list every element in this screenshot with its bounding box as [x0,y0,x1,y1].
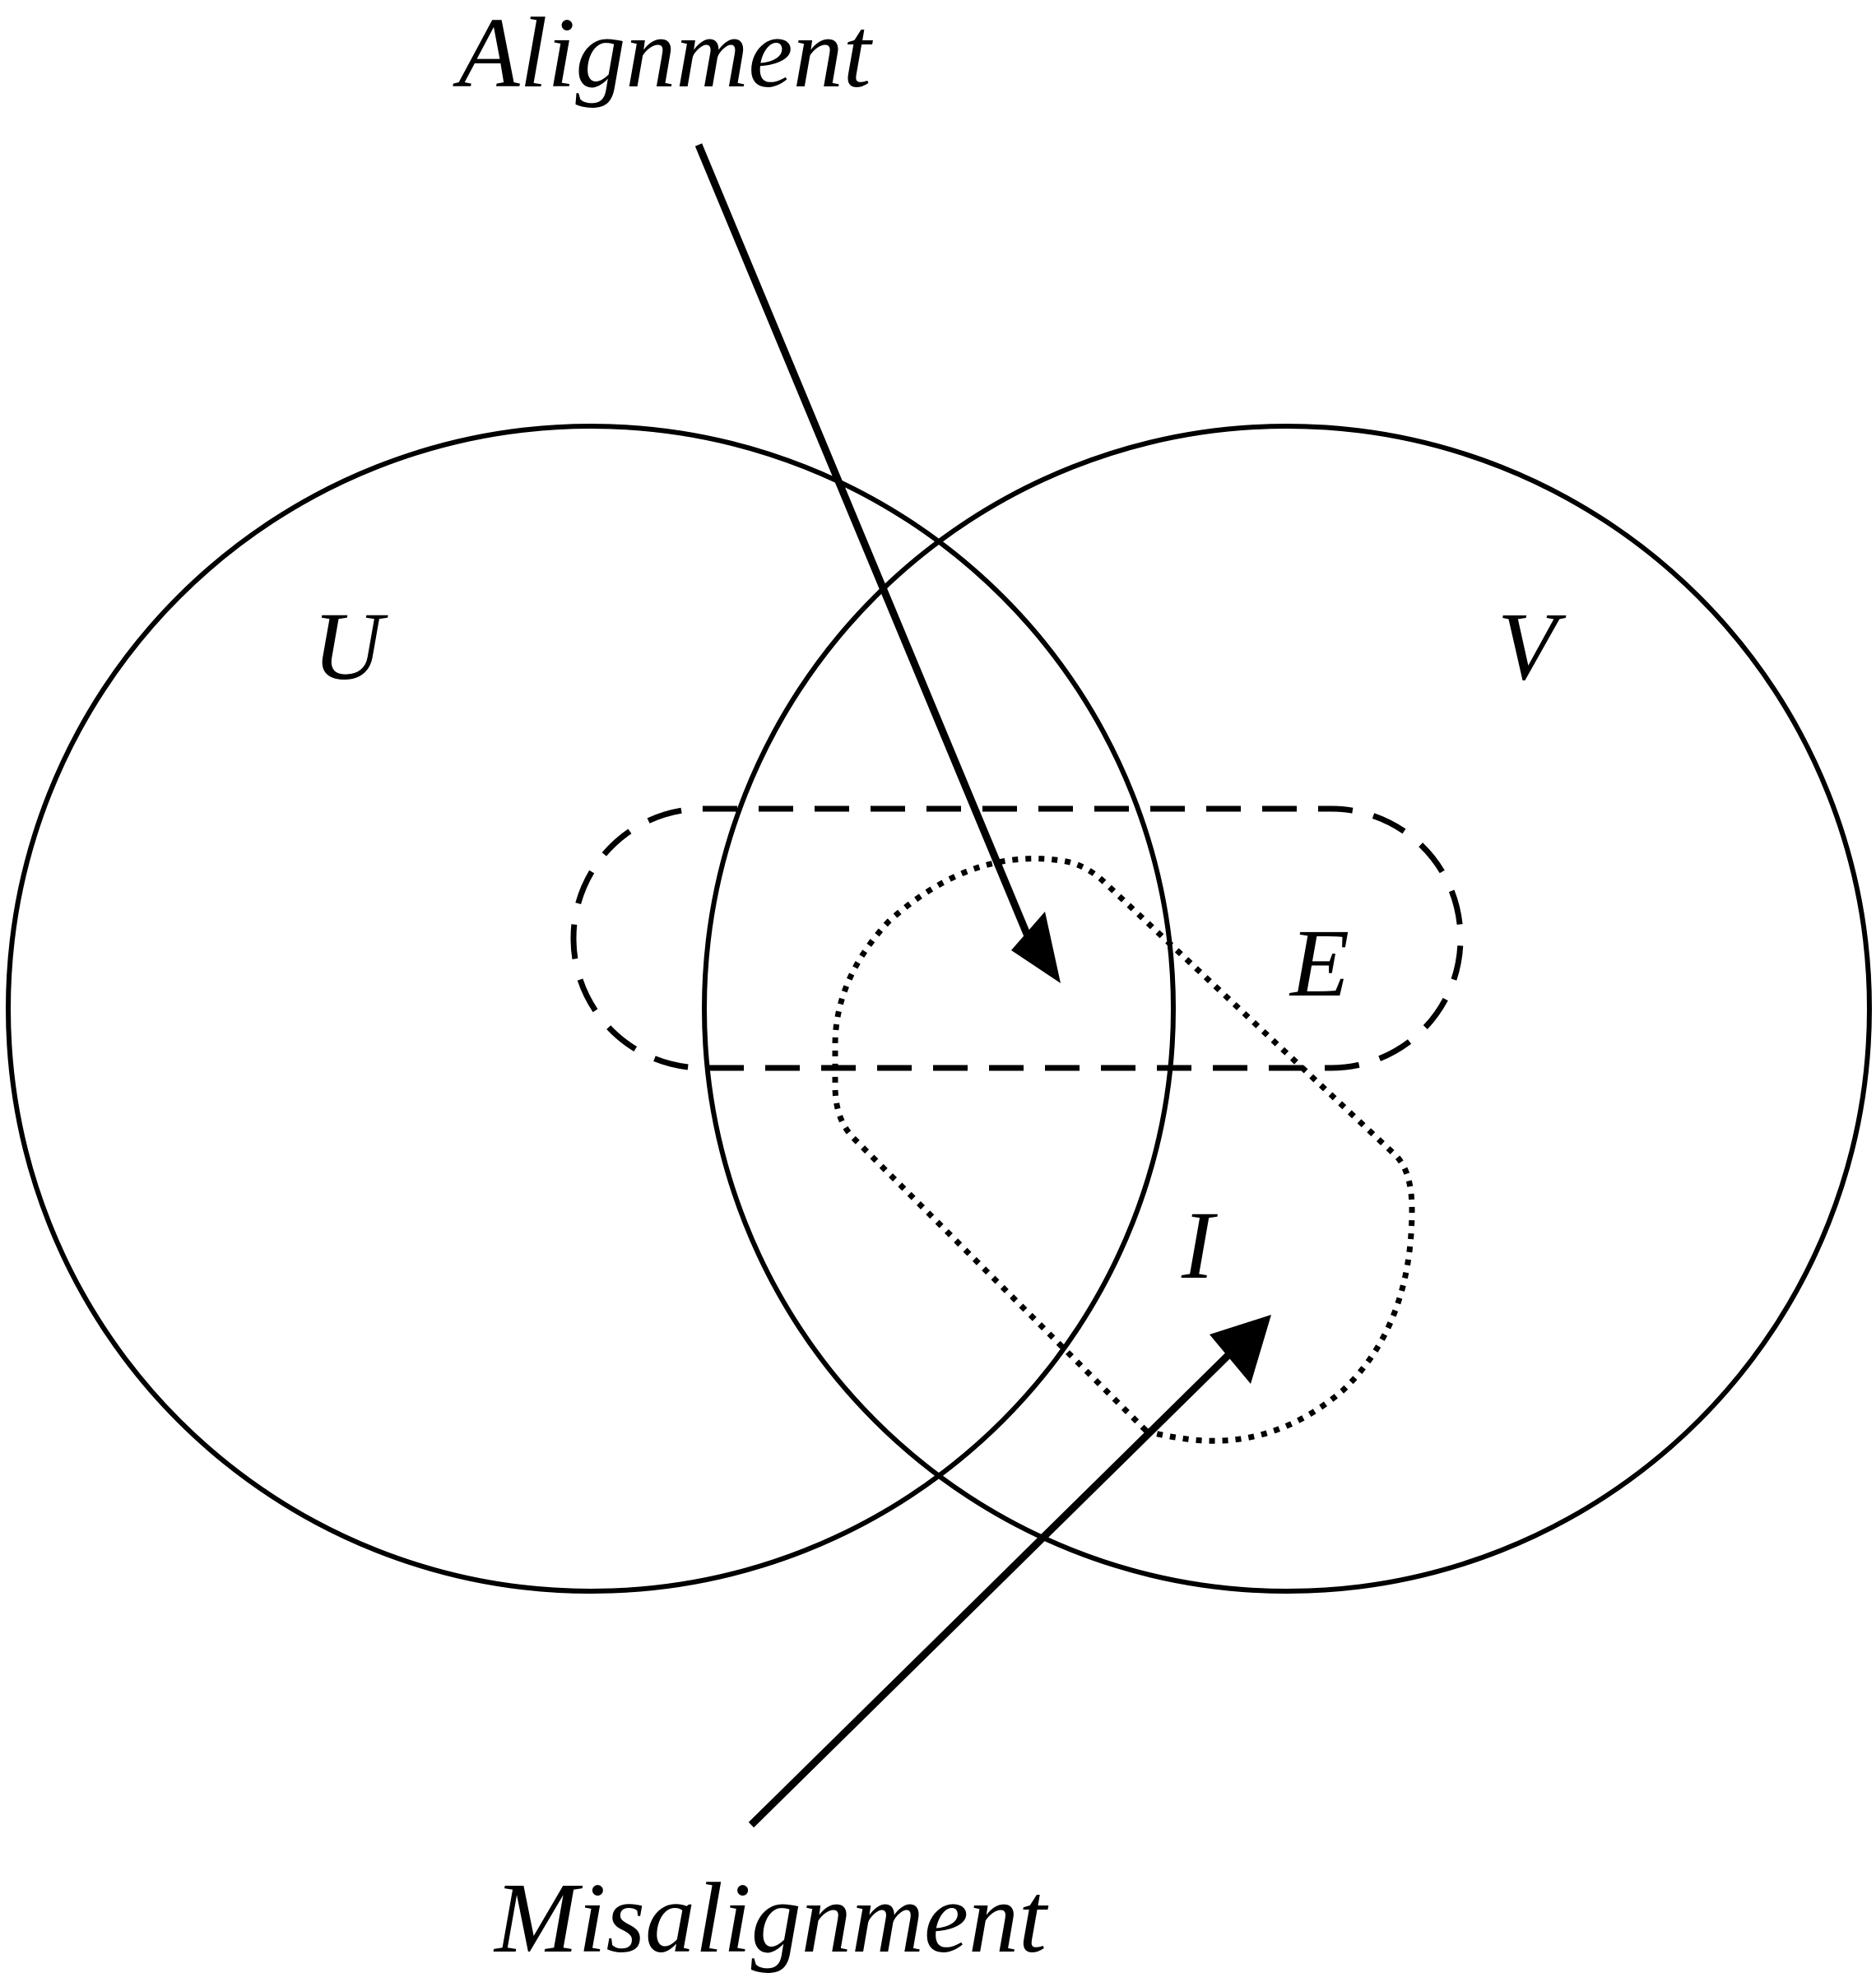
alignment-label: Alignment [453,0,874,109]
alignment-arrow-shaft [694,143,1033,940]
misalignment-label: Misalignment [493,1863,1049,1974]
set-u-label: U [313,592,388,700]
set-i-dotted-boundary [832,856,1415,1444]
set-i-label: I [1181,1191,1218,1299]
set-e-label: E [1289,909,1349,1017]
set-e-dashed-boundary [570,805,1464,1071]
set-v-label: V [1498,592,1567,700]
misalignment-arrow-head [1210,1315,1271,1384]
set-u-circle [6,424,1176,1594]
set-v-circle [702,424,1872,1594]
alignment-arrow-head [1011,912,1061,983]
misalignment-arrow-shaft [748,1346,1238,1828]
